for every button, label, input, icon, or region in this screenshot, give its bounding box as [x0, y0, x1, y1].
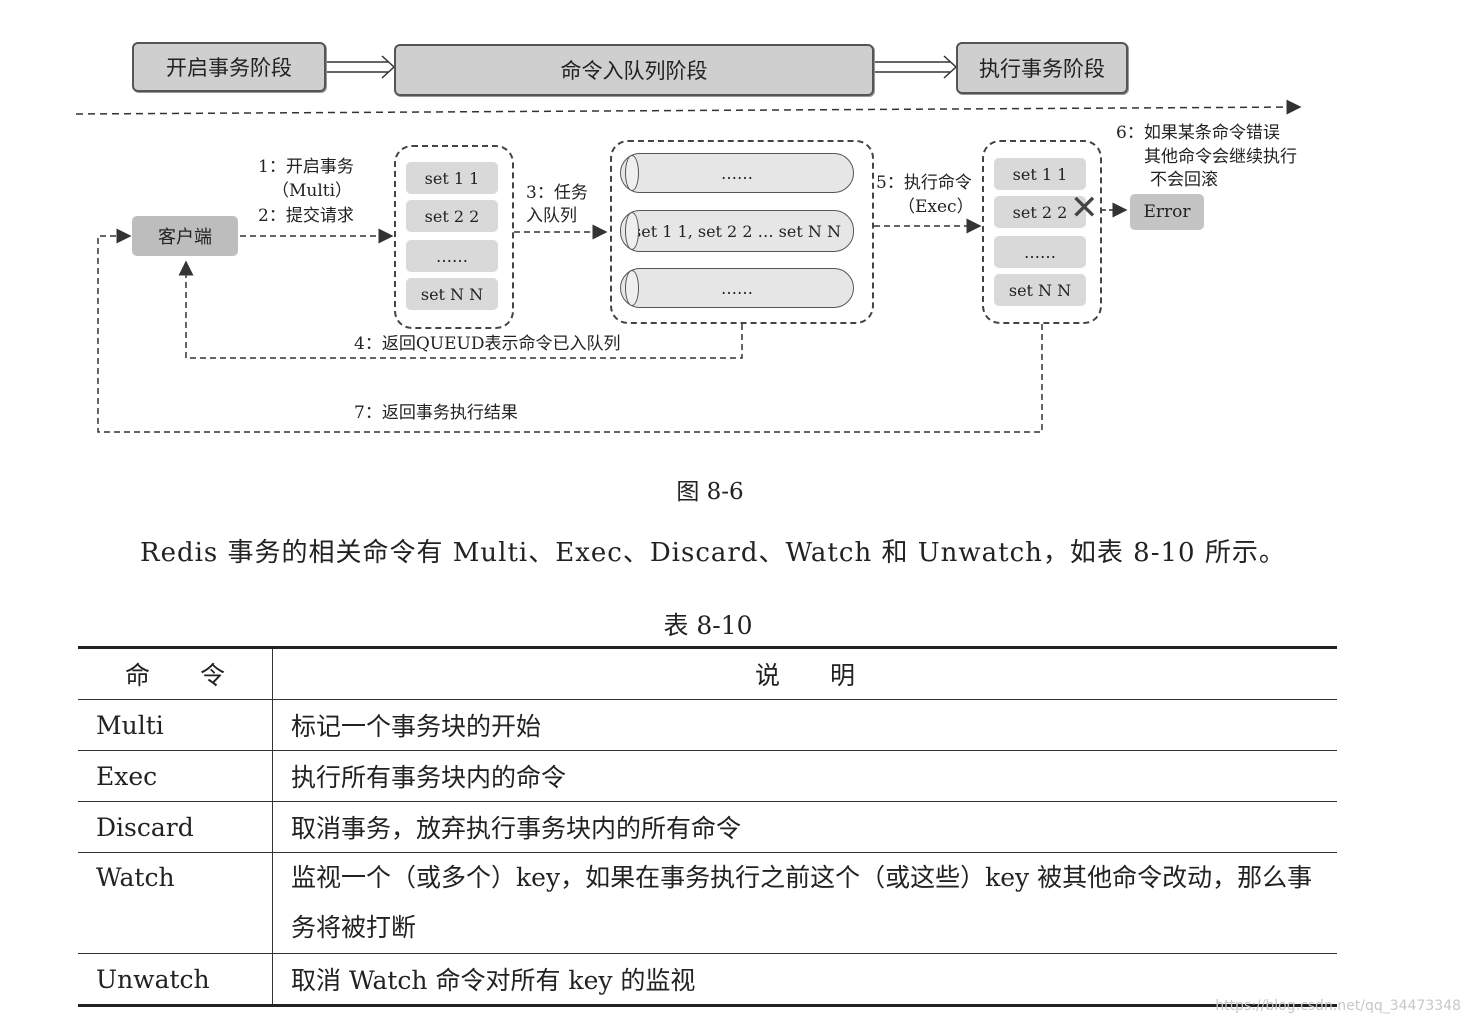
command-queue-group [610, 140, 874, 324]
diagram-connectors [75, 55, 1302, 433]
watermark: https://blog.csdn.net/qq_34473348 [1215, 998, 1461, 1014]
step6-label: 6：如果某条命令错误 [1116, 123, 1280, 143]
step5-label: 5：执行命令 [876, 173, 972, 193]
arrow-return-result [97, 228, 1043, 433]
exec-command: …… [994, 236, 1086, 268]
commands-table: 命 令 说 明 Multi 标记一个事务块的开始 Exec 执行所有事务块内的命… [78, 646, 1337, 1007]
command-cell: Multi [78, 699, 273, 751]
step5-exec-label: （Exec） [898, 197, 974, 217]
description-cell: 监视一个（或多个）key，如果在事务执行之前这个（或这些）key 被其他命令改动… [272, 852, 1337, 954]
phase-arrow-1 [327, 55, 396, 79]
submitted-commands-group [394, 145, 514, 329]
queue-item: …… [620, 153, 854, 193]
client-box: 客户端 [132, 216, 238, 256]
description-cell: 执行所有事务块内的命令 [272, 750, 1337, 802]
figure-caption: 图 8-6 [676, 479, 744, 505]
timeline-arrow [75, 99, 1302, 115]
table-row: Multi 标记一个事务块的开始 [78, 699, 1337, 751]
command-cell: Unwatch [78, 953, 273, 1007]
submitted-command: set 1 1 [406, 162, 498, 194]
step1-multi-label: （Multi） [272, 181, 353, 201]
phase-arrow-2 [874, 55, 958, 79]
description-cell: 取消 Watch 命令对所有 key 的监视 [272, 953, 1337, 1007]
phase-enqueue-commands: 命令入队列阶段 [394, 44, 874, 96]
exec-commands-group [982, 140, 1102, 324]
table-header-row: 命 令 说 明 [78, 646, 1337, 700]
exec-command: set 2 2 [994, 196, 1086, 228]
header-description: 说 明 [272, 646, 1337, 700]
header-command: 命 令 [78, 646, 273, 700]
step3-sub-label: 入队列 [526, 206, 577, 226]
error-box: Error [1130, 194, 1204, 230]
submitted-command: …… [406, 240, 498, 272]
exec-command: set 1 1 [994, 158, 1086, 190]
command-cell: Exec [78, 750, 273, 802]
arrow-return-queued [178, 260, 743, 359]
error-x-icon: ✕ [1070, 188, 1099, 228]
table-row: Unwatch 取消 Watch 命令对所有 key 的监视 [78, 953, 1337, 1007]
phase-begin-transaction: 开启事务阶段 [132, 42, 326, 92]
table-row: Discard 取消事务，放弃执行事务块内的所有命令 [78, 801, 1337, 853]
intro-paragraph: Redis 事务的相关命令有 Multi、Exec、Discard、Watch … [140, 538, 1286, 568]
step6-line2-label: 其他命令会继续执行 [1144, 147, 1297, 167]
submitted-command: set N N [406, 278, 498, 310]
command-cell: Discard [78, 801, 273, 853]
description-cell: 取消事务，放弃执行事务块内的所有命令 [272, 801, 1337, 853]
table-row: Exec 执行所有事务块内的命令 [78, 750, 1337, 802]
step1-label: 1：开启事务 [258, 157, 354, 177]
step4-label: 4：返回QUEUD表示命令已入队列 [354, 334, 621, 354]
queue-item: set 1 1, set 2 2 … set N N [620, 210, 854, 252]
submitted-command: set 2 2 [406, 200, 498, 232]
step2-label: 2：提交请求 [258, 206, 354, 226]
phase-execute-transaction: 执行事务阶段 [956, 42, 1128, 94]
step3-label: 3：任务 [526, 183, 588, 203]
exec-command: set N N [994, 274, 1086, 306]
description-cell: 标记一个事务块的开始 [272, 699, 1337, 751]
command-cell: Watch [78, 852, 273, 954]
table-title: 表 8-10 [663, 611, 753, 640]
queue-item: …… [620, 268, 854, 308]
step7-label: 7：返回事务执行结果 [354, 403, 518, 423]
table-row: Watch 监视一个（或多个）key，如果在事务执行之前这个（或这些）key 被… [78, 852, 1337, 954]
step6-line3-label: 不会回滚 [1150, 170, 1218, 190]
